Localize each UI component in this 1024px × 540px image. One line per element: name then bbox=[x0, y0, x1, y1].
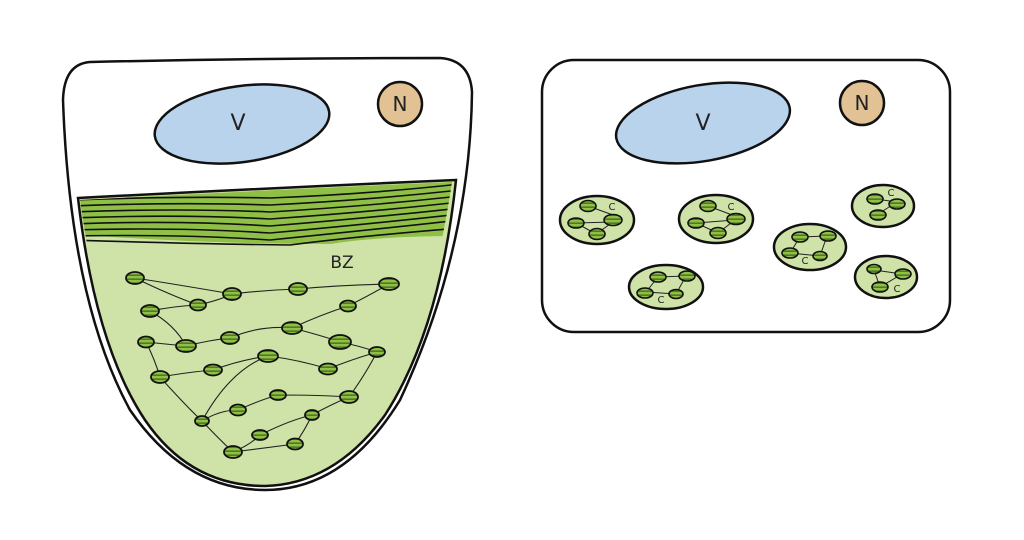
chloroplast: C bbox=[850, 183, 916, 229]
chloroplast: C bbox=[627, 263, 705, 311]
left-nucleus-label: N bbox=[393, 92, 408, 116]
left-nucleus bbox=[376, 80, 424, 128]
right-vacuole bbox=[614, 81, 792, 165]
grana bbox=[125, 271, 400, 459]
right-cell: V N C C bbox=[540, 58, 952, 334]
zone-label: BZ bbox=[330, 253, 353, 273]
left-vacuole bbox=[153, 83, 331, 165]
chloroplast-label: C bbox=[658, 295, 665, 306]
left-cell-membrane bbox=[76, 178, 458, 488]
chloroplast: C bbox=[853, 254, 919, 300]
right-nucleus-label: N bbox=[855, 91, 870, 115]
chloroplast-label: C bbox=[894, 284, 901, 295]
right-nucleus bbox=[838, 79, 886, 127]
left-cell: V N BZ bbox=[61, 56, 474, 492]
right-vacuole-label: V bbox=[695, 111, 710, 136]
chloroplast-label: C bbox=[802, 256, 809, 267]
chloroplast: C bbox=[677, 193, 755, 245]
chloroplast-label: C bbox=[728, 202, 735, 213]
left-vacuole-label: V bbox=[230, 111, 245, 136]
chloroplast: C bbox=[558, 194, 636, 246]
chloroplast-label: C bbox=[609, 202, 616, 213]
chloroplast: C bbox=[772, 222, 848, 272]
chloroplast-label: C bbox=[888, 188, 895, 199]
